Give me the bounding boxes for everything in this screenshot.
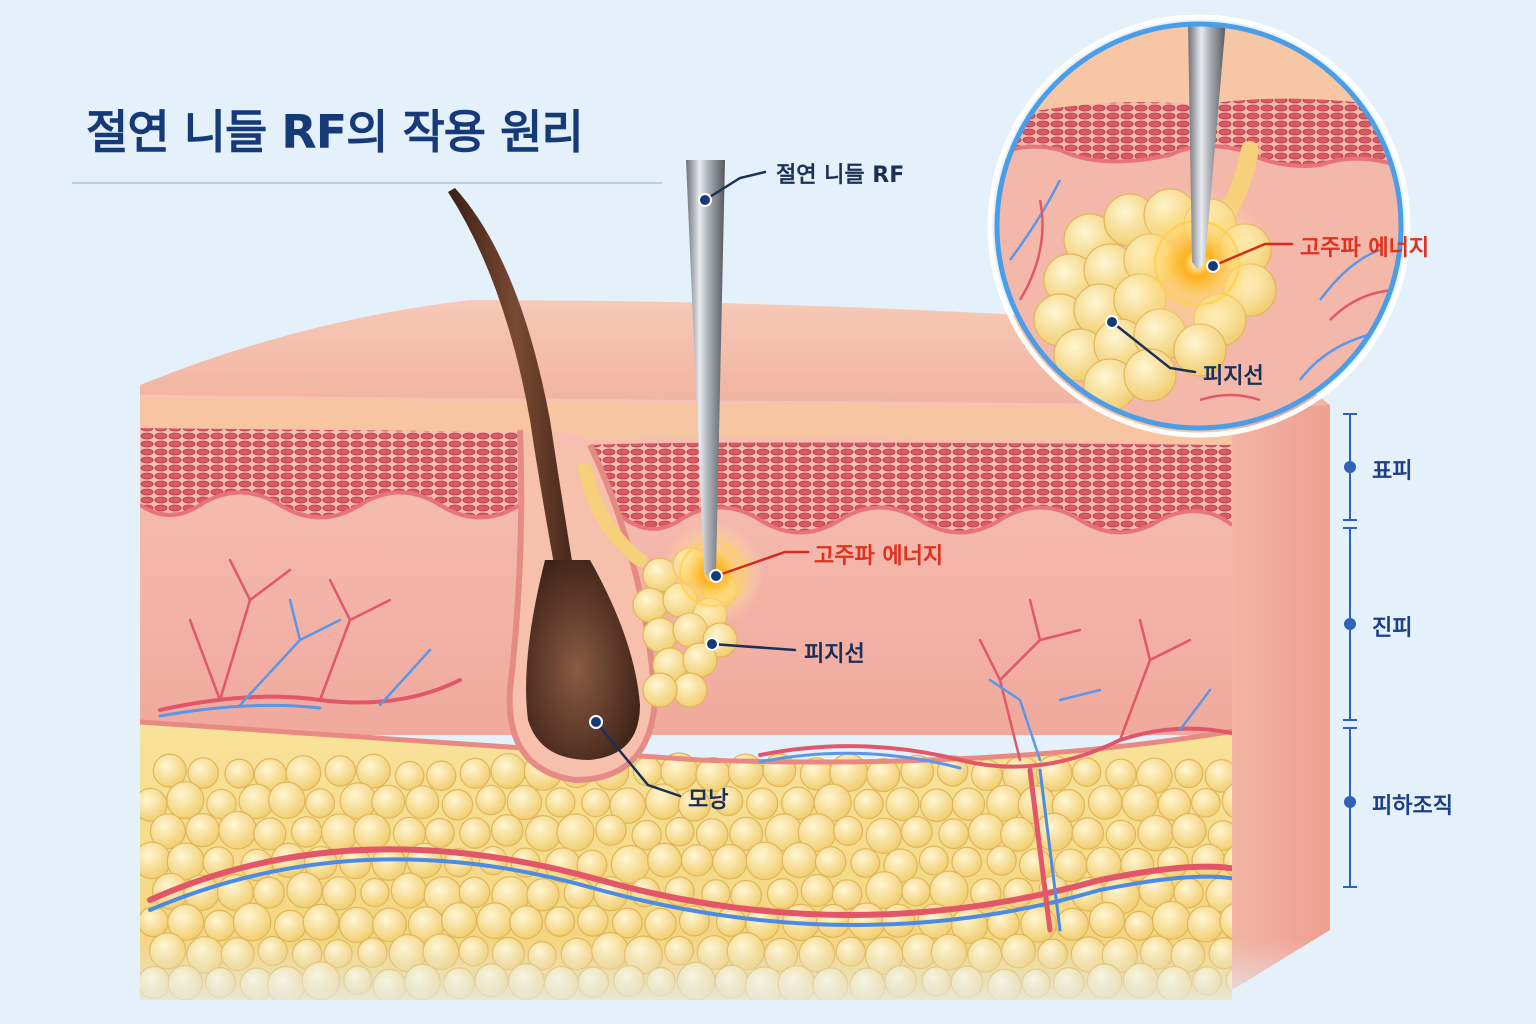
label-inset-rf-energy: 고주파 에너지 bbox=[1300, 236, 1430, 261]
rf-needle bbox=[686, 160, 725, 580]
leader-dots bbox=[589, 193, 1220, 729]
label-subcutis: 피하조직 bbox=[1372, 794, 1453, 819]
layer-bracket bbox=[1343, 413, 1357, 888]
fat-cells bbox=[140, 751, 1232, 1000]
label-inset-sebaceous-gland: 피지선 bbox=[1203, 364, 1264, 389]
label-needle: 절연 니들 RF bbox=[776, 163, 905, 188]
label-hair-follicle: 모낭 bbox=[688, 788, 729, 813]
page-title: 절연 니들 RF의 작용 원리 bbox=[86, 105, 584, 159]
leader-lines bbox=[594, 170, 1294, 798]
label-epidermis: 표피 bbox=[1372, 459, 1413, 484]
label-rf-energy: 고주파 에너지 bbox=[814, 544, 944, 569]
label-dermis: 진피 bbox=[1372, 616, 1413, 641]
title-divider bbox=[72, 182, 662, 184]
skin-side-face bbox=[1232, 405, 1330, 990]
epidermis-layer bbox=[140, 428, 1232, 533]
label-sebaceous-gland: 피지선 bbox=[804, 642, 865, 667]
hair-shaft bbox=[448, 188, 585, 650]
hair-bulb bbox=[526, 560, 640, 760]
blood-vessels bbox=[147, 558, 1232, 933]
inset-ring bbox=[994, 21, 1404, 431]
inset-rf-needle bbox=[1188, 26, 1226, 270]
